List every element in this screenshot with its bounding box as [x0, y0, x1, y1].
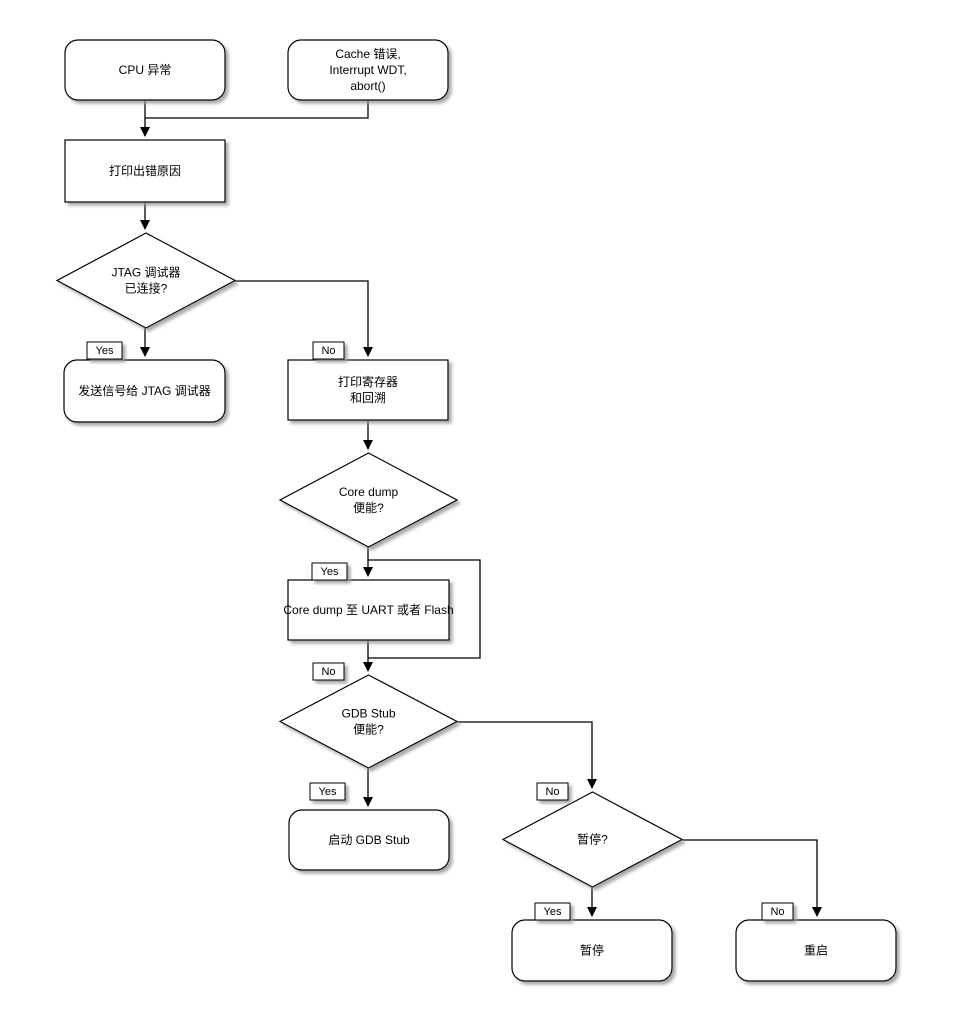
node-label: 便能?: [353, 501, 384, 515]
node-label: 和回溯: [350, 390, 386, 405]
branch-label-no-coredump: No: [312, 662, 345, 681]
branch-label-box: [534, 902, 571, 921]
decision-shape: [501, 791, 684, 888]
process-shape: [511, 919, 673, 982]
process-shape: [64, 39, 226, 101]
branch-label-text: No: [770, 906, 784, 918]
node-label: Cache 错误,: [335, 47, 400, 61]
flowchart-node-cpu-exception: CPU 异常: [64, 39, 226, 101]
branch-label-text: Yes: [321, 566, 339, 578]
edge-gdbstub-no-branch: [457, 721, 597, 789]
node-label: 已连接?: [125, 281, 168, 296]
node-label: 便能?: [353, 723, 384, 737]
node-label: Interrupt WDT,: [329, 63, 406, 77]
branch-label-text: Yes: [319, 786, 337, 798]
process-shape: [288, 809, 450, 871]
flowchart-node-start-gdbstub: 启动 GDB Stub: [288, 809, 450, 871]
decision-shape: [278, 674, 459, 769]
edge-halt-no-branch: [682, 839, 822, 917]
edge-jtag-no-branch: [233, 280, 373, 357]
node-label: GDB Stub: [341, 707, 395, 721]
process-shape: [287, 359, 449, 421]
branch-label-no-reboot: No: [761, 902, 794, 921]
flowchart-node-halt-question: 暂停?: [501, 791, 684, 888]
flowchart-node-coredump-enabled: Core dump 便能?: [278, 452, 459, 548]
node-label: CPU 异常: [119, 63, 172, 77]
flowchart-node-cache-error: Cache 错误, Interrupt WDT, abort(): [287, 39, 449, 101]
branch-label-box: [86, 341, 123, 360]
edge-cache-join: [145, 100, 369, 119]
process-shape: [287, 39, 449, 101]
node-label: 启动 GDB Stub: [328, 833, 410, 847]
branch-label-text: Yes: [96, 345, 114, 357]
node-label: 重启: [804, 944, 828, 958]
node-label: 打印寄存器: [338, 374, 398, 389]
branch-label-text: No: [545, 786, 559, 798]
process-shape: [63, 359, 226, 423]
branch-label-text: Yes: [544, 906, 562, 918]
branch-label-box: [312, 662, 345, 681]
process-shape: [64, 139, 226, 203]
edges-layer: [140, 100, 822, 917]
branch-label-text: No: [321, 345, 335, 357]
node-label: 暂停: [580, 943, 604, 958]
flowchart-node-halt: 暂停: [511, 919, 673, 982]
nodes-layer: CPU 异常 Cache 错误, Interrupt WDT, abort() 打印出错…: [55, 39, 897, 982]
branch-label-no-halt: No: [536, 782, 569, 801]
process-shape: [735, 919, 897, 982]
branch-label-yes-jtag: Yes: [86, 341, 123, 360]
node-label: 打印出错原因: [109, 164, 181, 178]
flowchart-node-send-signal-jtag: 发送信号给 JTAG 调试器: [63, 359, 226, 423]
branch-label-box: [311, 562, 348, 581]
flowchart-node-reboot: 重启: [735, 919, 897, 982]
node-label: abort(): [350, 79, 385, 93]
node-label: Core dump: [339, 485, 399, 499]
branch-label-yes-coredump: Yes: [311, 562, 348, 581]
branch-label-box: [761, 902, 794, 921]
branch-label-no-jtag: No: [312, 341, 345, 360]
decision-shape: [278, 452, 459, 548]
branch-label-box: [536, 782, 569, 801]
branch-label-text: No: [321, 666, 335, 678]
node-label: Core dump 至 UART 或者 Flash: [283, 603, 453, 617]
branch-label-box: [312, 341, 345, 360]
edge-coredump-no-bypass: [368, 559, 481, 659]
node-label: JTAG 调试器: [111, 265, 180, 280]
branch-label-box: [309, 782, 346, 801]
flowchart-node-coredump-uart-flash: Core dump 至 UART 或者 Flash: [283, 579, 454, 641]
flowchart-node-print-error-cause: 打印出错原因: [64, 139, 226, 203]
decision-shape: [55, 232, 237, 329]
node-label: 发送信号给 JTAG 调试器: [78, 383, 210, 398]
flowchart-node-gdbstub-enabled: GDB Stub 便能?: [278, 674, 459, 769]
branch-label-yes-halt: Yes: [534, 902, 571, 921]
node-label: 暂停?: [577, 832, 608, 847]
branch-label-yes-gdbstub: Yes: [309, 782, 346, 801]
process-shape: [287, 579, 450, 641]
